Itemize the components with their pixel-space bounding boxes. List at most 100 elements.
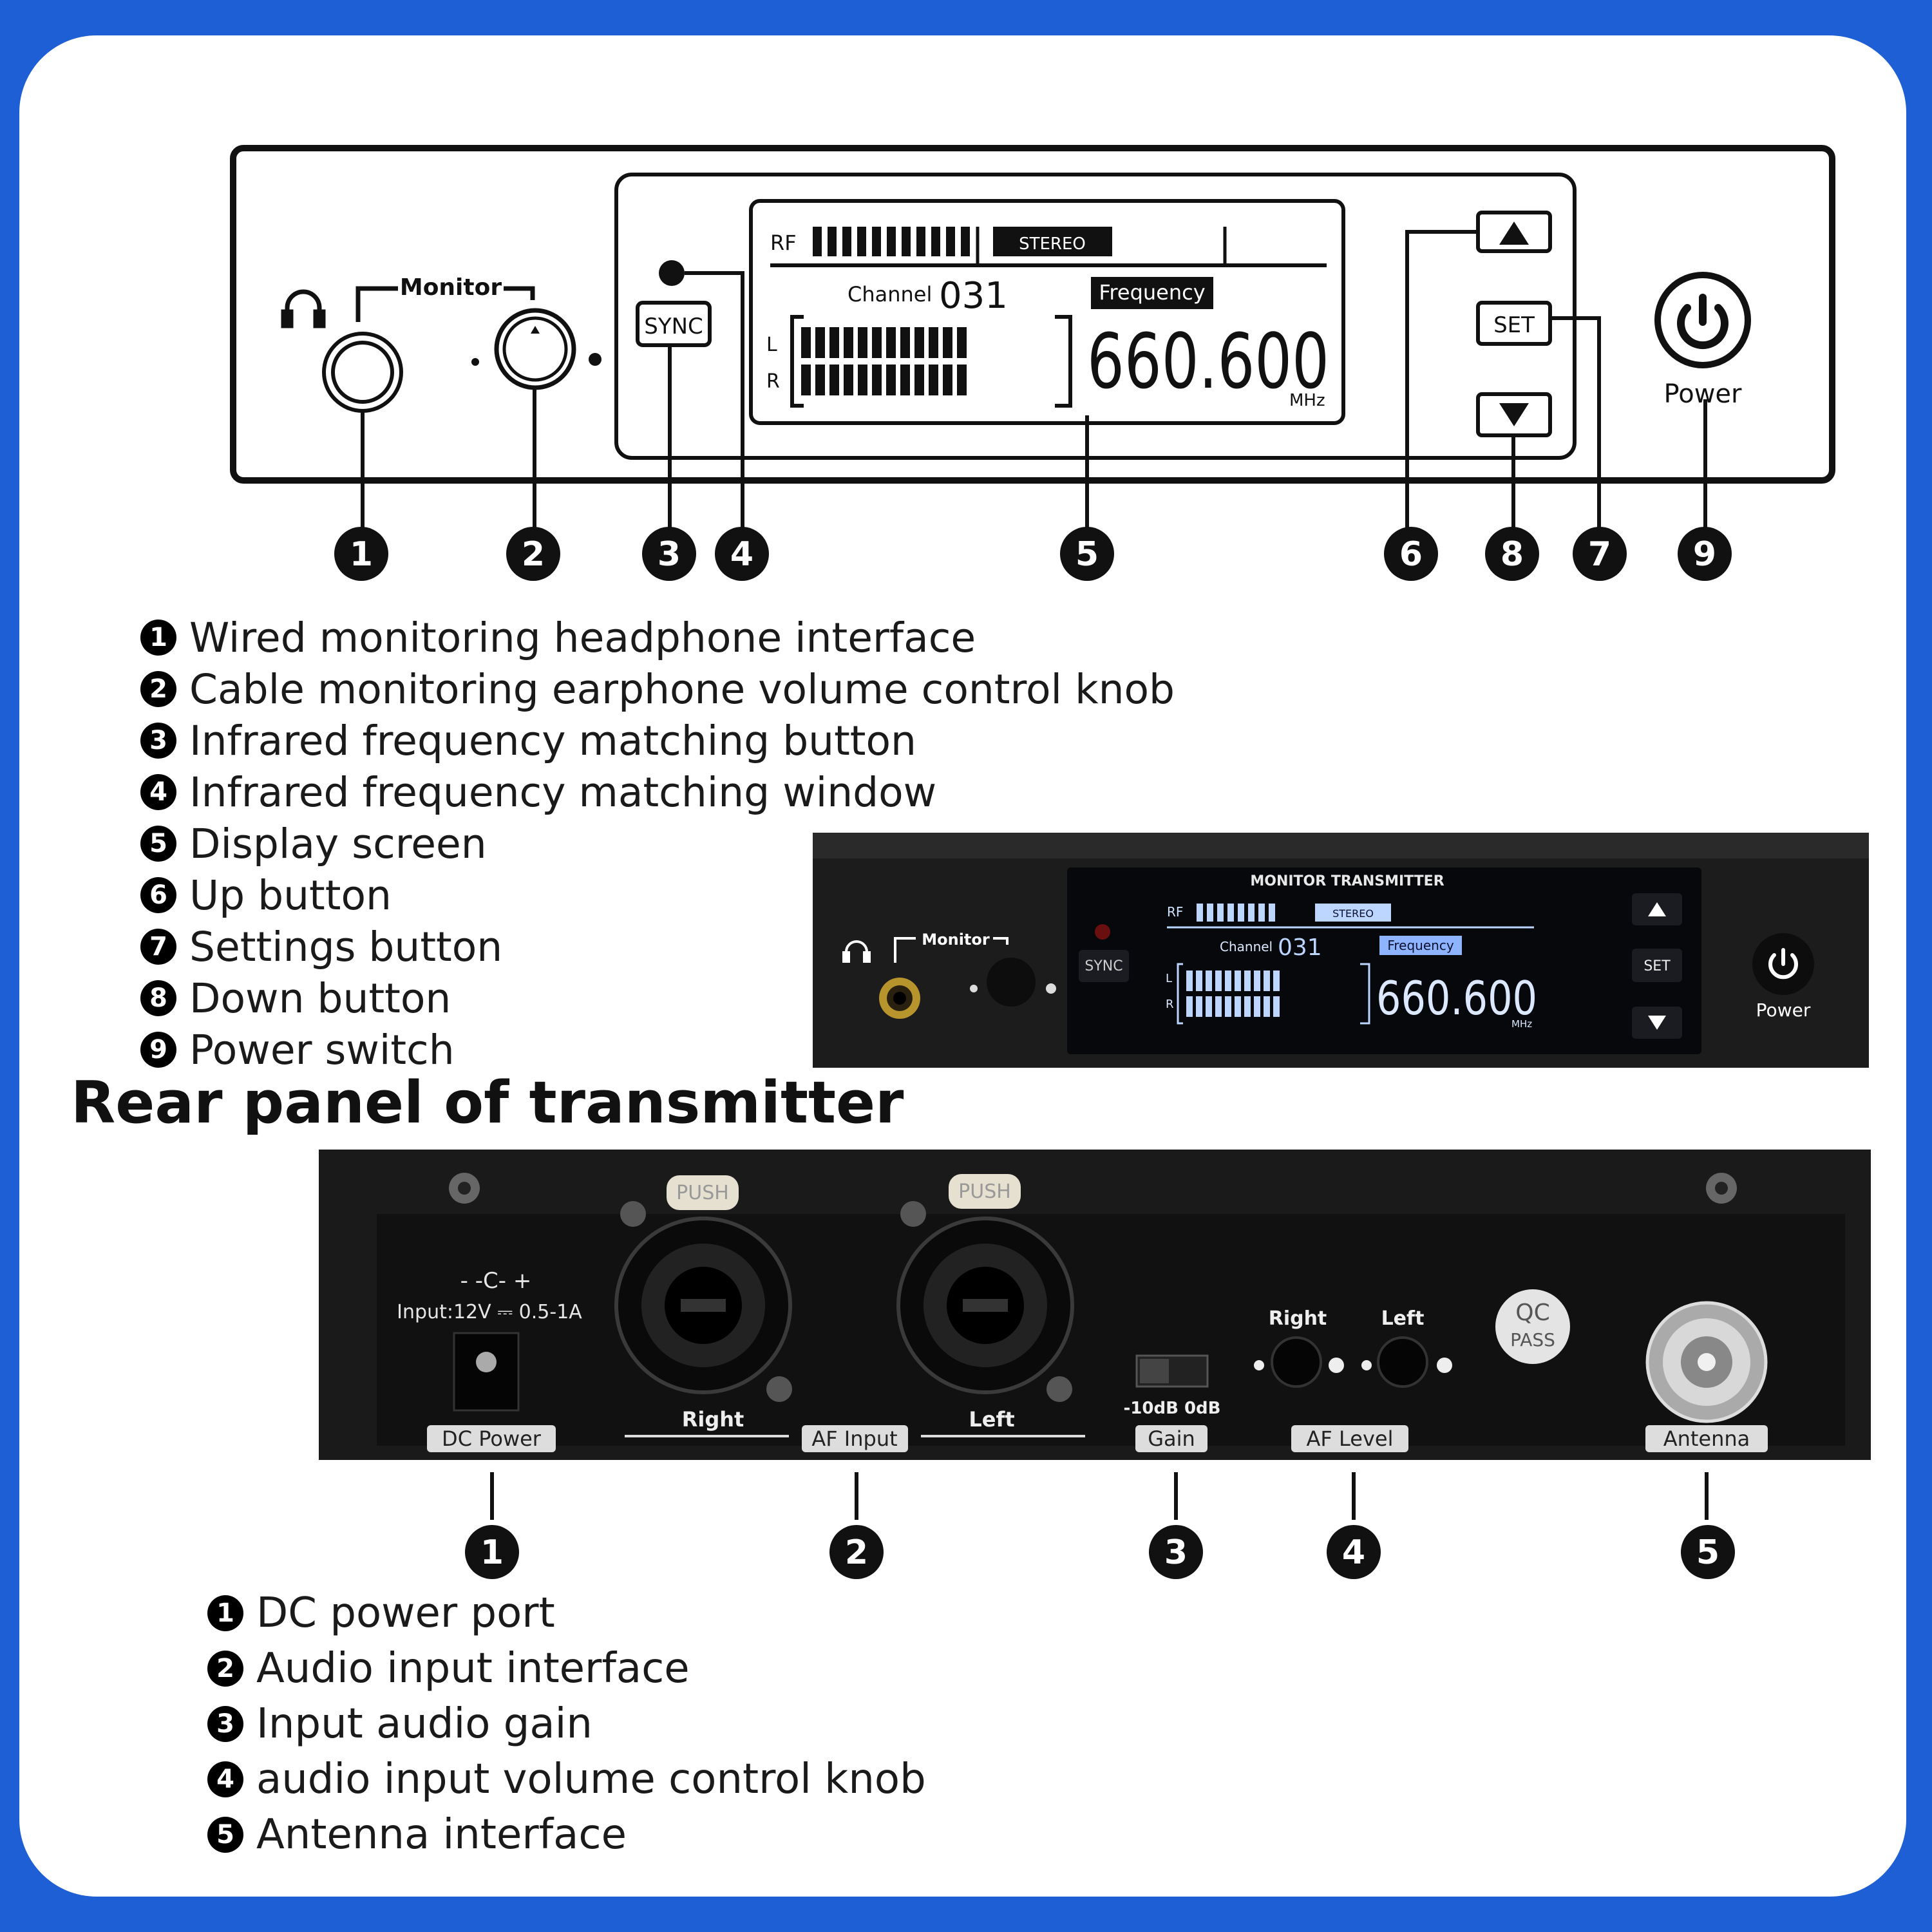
svg-text:3: 3 — [658, 535, 681, 574]
qc-line1: QC — [1515, 1300, 1549, 1326]
xlr-left-connector — [896, 1201, 1074, 1402]
photo-power-label: Power — [1756, 999, 1811, 1021]
gain-label: Gain — [1148, 1426, 1195, 1451]
infrared-window — [659, 260, 685, 286]
svg-text:1: 1 — [350, 535, 373, 574]
front-panel-diagram: Monitor SYNC RF STEREO Channel 031 Frequ… — [230, 145, 1835, 581]
antenna-label: Antenna — [1663, 1426, 1750, 1451]
channel-label: Channel — [848, 282, 932, 307]
svg-text:7: 7 — [1588, 535, 1611, 574]
photo-l-label: L — [1166, 972, 1172, 985]
rear-callout-3: 3 — [1149, 1525, 1203, 1579]
l-label: L — [766, 334, 777, 356]
photo-sync-label: SYNC — [1084, 958, 1122, 974]
photo-title: MONITOR TRANSMITTER — [1250, 873, 1444, 889]
front-callout-4: 4 — [715, 527, 769, 581]
front-callout-9: 9 — [1678, 527, 1732, 581]
svg-text:5: 5 — [1075, 535, 1099, 574]
rf-label: RF — [770, 231, 797, 255]
rear-callout-2: 2 — [829, 1525, 884, 1579]
af-level-left-label: Left — [1381, 1307, 1425, 1330]
front-panel-outline — [230, 145, 1835, 484]
headphone-jack — [322, 332, 403, 413]
photo-frequency-value: 660.600 — [1376, 971, 1537, 1025]
af-level-label: AF Level — [1307, 1426, 1394, 1451]
lcd-screen — [749, 199, 1345, 425]
channel-value: 031 — [939, 275, 1008, 317]
frequency-value: 660.600 — [1087, 317, 1329, 406]
front-callout-1: 1 — [334, 527, 388, 581]
push-label-left: PUSH — [958, 1180, 1011, 1203]
sync-label: SYNC — [644, 314, 703, 339]
rear-panel-photo: - -C- + Input:12V ⎓ 0.5-1A DC Power PUSH… — [319, 1150, 1871, 1460]
af-input-label: AF Input — [811, 1426, 897, 1451]
power-label: Power — [1664, 379, 1742, 409]
front-callout-7: 7 — [1573, 527, 1627, 581]
xlr-right-connector — [614, 1201, 792, 1402]
svg-text:1: 1 — [480, 1533, 504, 1572]
frequency-label: Frequency — [1099, 280, 1205, 305]
xlr-right-label: Right — [682, 1407, 744, 1432]
gain-options: -10dB 0dB — [1124, 1399, 1221, 1418]
svg-text:3: 3 — [1164, 1533, 1188, 1572]
svg-text:4: 4 — [1342, 1533, 1365, 1572]
sync-button — [636, 301, 712, 347]
front-callout-6: 6 — [1384, 527, 1438, 581]
headphone-icon — [281, 289, 326, 328]
svg-text:2: 2 — [522, 535, 545, 574]
svg-text:2: 2 — [845, 1533, 868, 1572]
af-level-right-knob — [1271, 1336, 1322, 1388]
push-label-right: PUSH — [676, 1182, 729, 1204]
qc-pass-sticker — [1495, 1289, 1570, 1364]
photo-volume-knob — [987, 958, 1036, 1007]
screw-left — [449, 1173, 480, 1204]
device-front-photo: Monitor SYNC MONITOR TRANSMITTER RF STER… — [813, 833, 1869, 1068]
front-callout-2: 2 — [506, 527, 560, 581]
rear-panel-title: Rear panel of transmitter — [71, 1069, 904, 1137]
front-callout-8: 8 — [1485, 527, 1539, 581]
photo-mhz-label: MHz — [1511, 1018, 1532, 1030]
front-callout-3: 3 — [642, 527, 696, 581]
svg-text:5: 5 — [1696, 1533, 1719, 1572]
volume-knob — [494, 308, 576, 390]
rear-callouts: 1 2 3 4 5 — [465, 1472, 1735, 1579]
rf-meter — [813, 227, 970, 256]
photo-frequency-label: Frequency — [1387, 938, 1454, 953]
photo-level-meter — [1186, 971, 1280, 1017]
front-callout-5: 5 — [1060, 527, 1114, 581]
set-label: SET — [1493, 312, 1535, 338]
svg-text:4: 4 — [730, 535, 753, 574]
svg-text:8: 8 — [1501, 535, 1524, 574]
set-button — [1476, 301, 1552, 346]
input-spec: Input:12V ⎓ 0.5-1A — [397, 1301, 582, 1323]
level-meter — [801, 327, 967, 395]
photo-channel-label: Channel — [1220, 939, 1273, 954]
rear-callout-1: 1 — [465, 1525, 519, 1579]
dc-power-jack — [453, 1332, 520, 1412]
power-icon — [1654, 272, 1751, 368]
xlr-left-label: Left — [969, 1407, 1014, 1432]
af-level-left-knob — [1377, 1336, 1428, 1388]
photo-channel-value: 031 — [1278, 934, 1322, 961]
dc-power-label: DC Power — [442, 1426, 542, 1451]
photo-rf-label: RF — [1167, 904, 1183, 920]
svg-text:9: 9 — [1693, 535, 1716, 574]
photo-set-label: SET — [1643, 958, 1671, 974]
qc-line2: PASS — [1510, 1329, 1555, 1350]
photo-set-button — [1632, 949, 1682, 982]
rear-callout-5: 5 — [1681, 1525, 1735, 1579]
photo-headphone-icon — [842, 940, 871, 963]
